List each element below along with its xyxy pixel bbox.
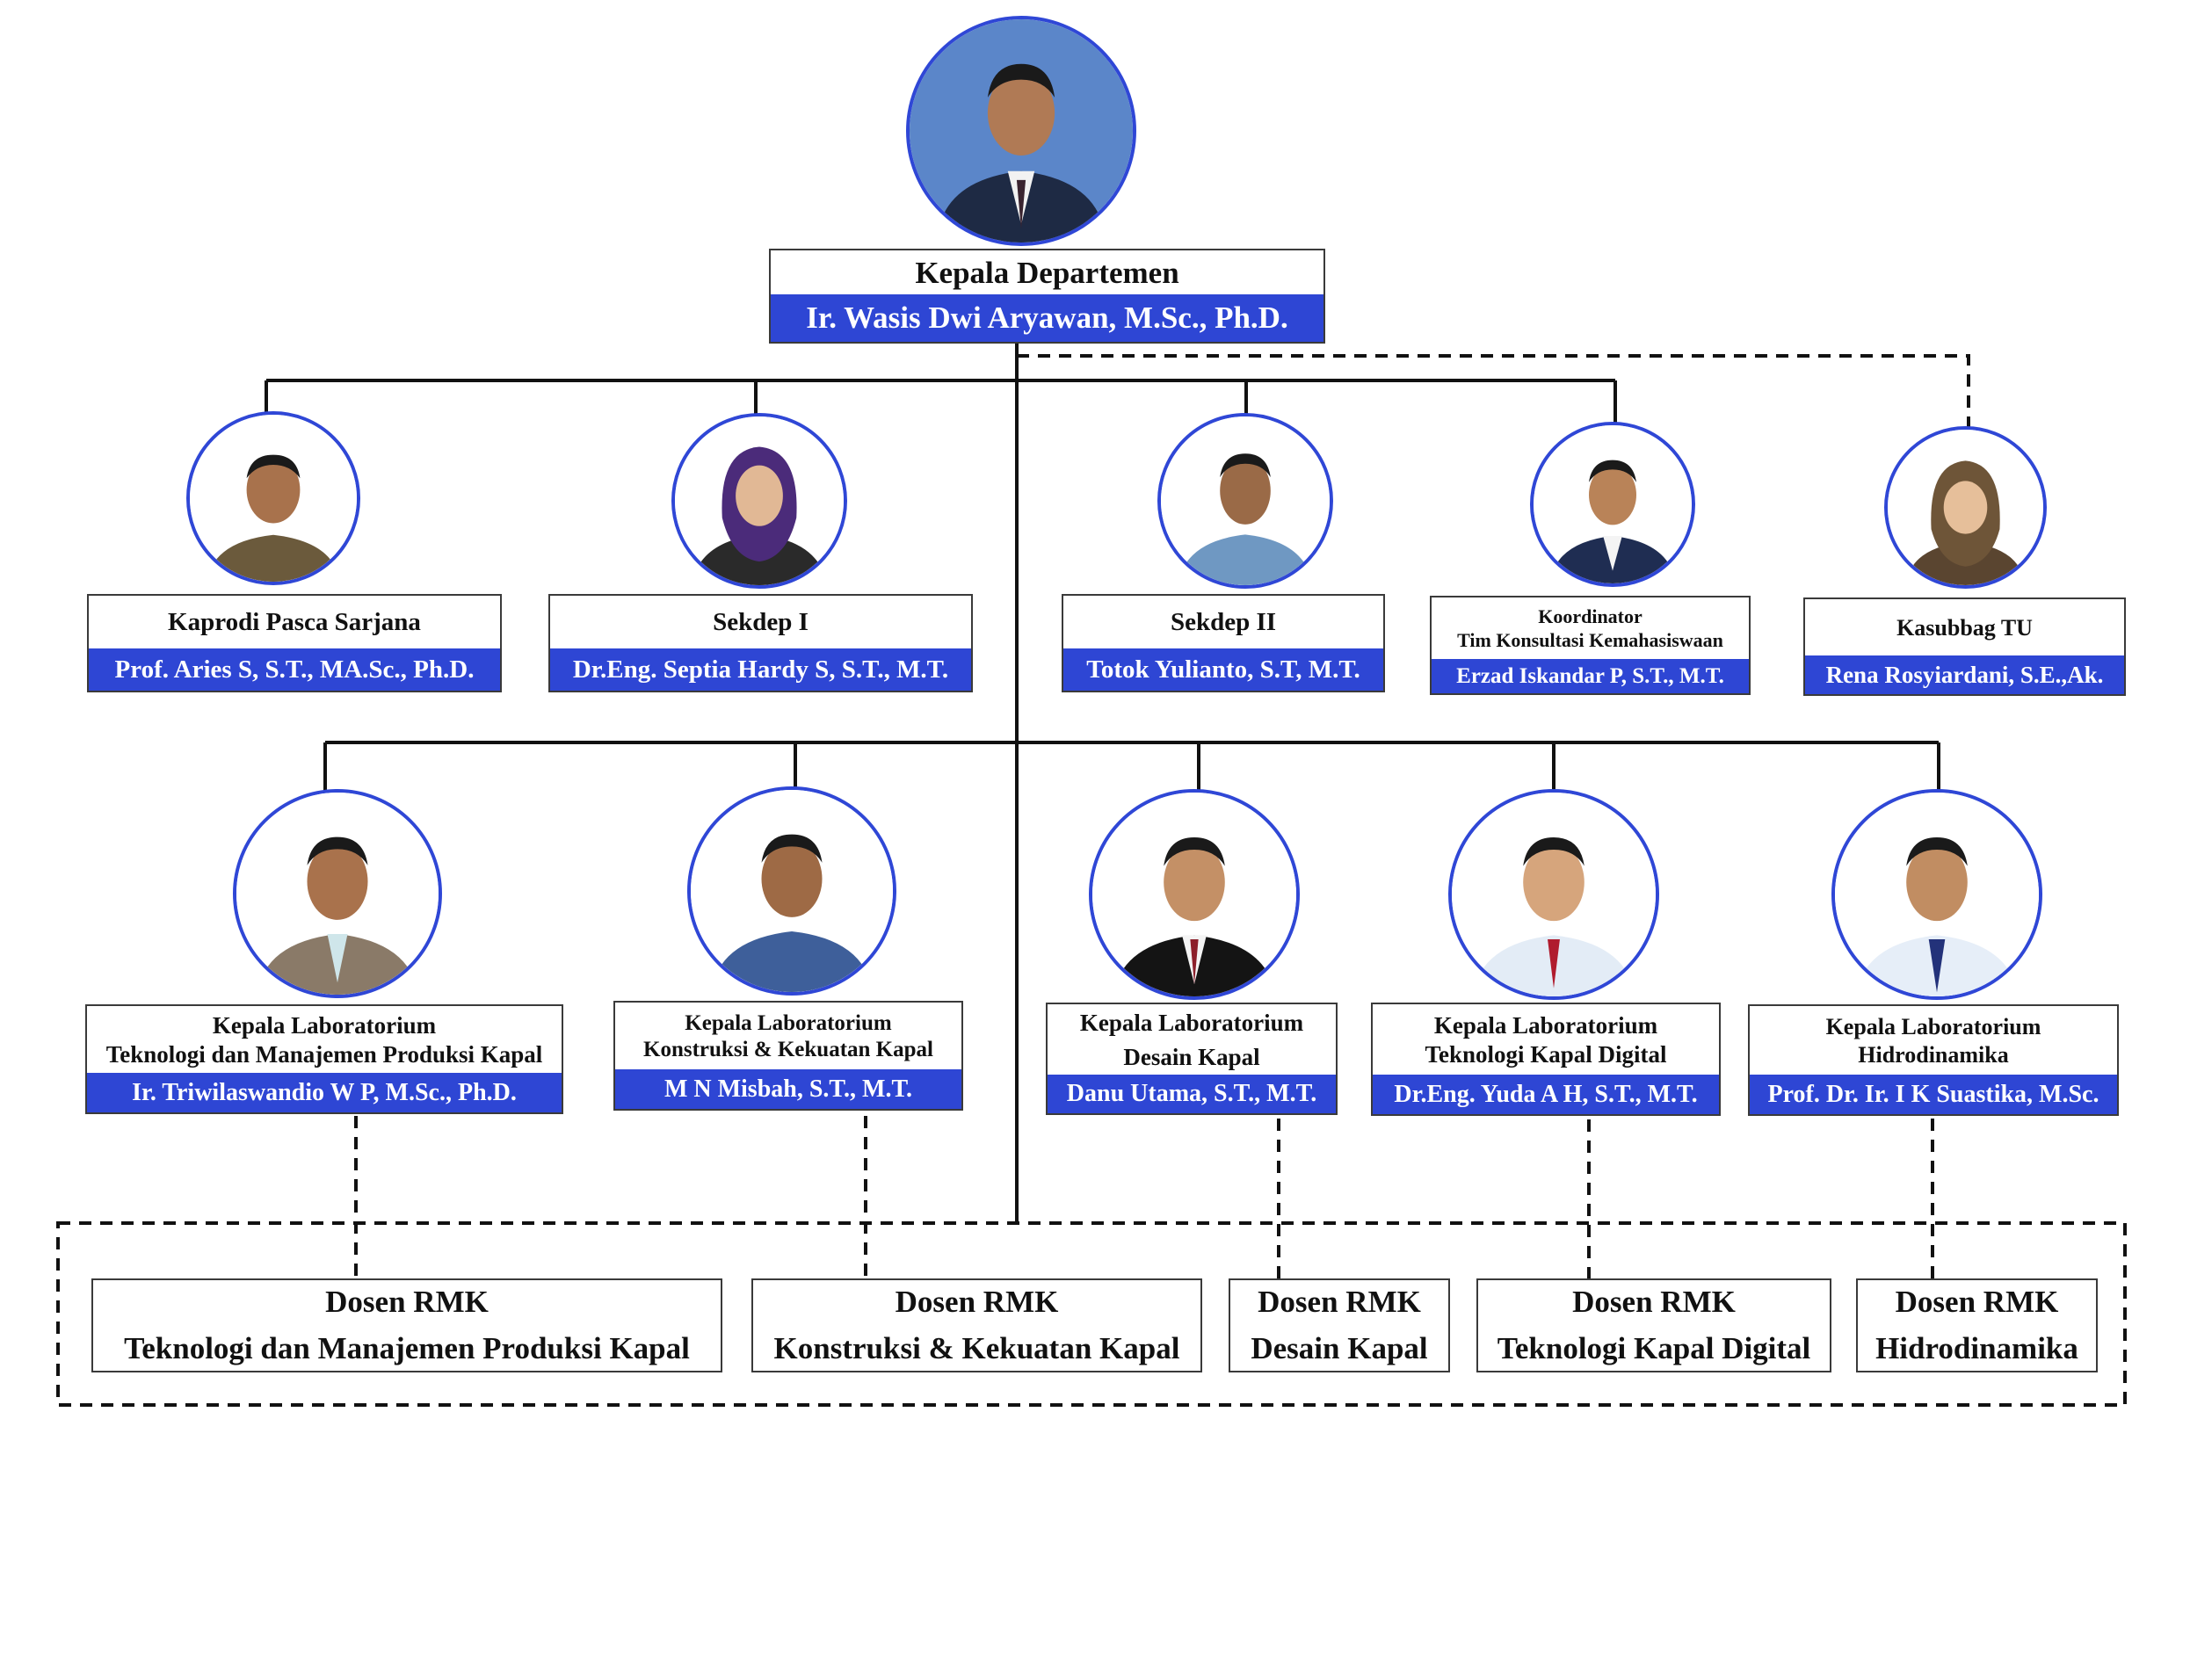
staff-name: Totok Yulianto, S.T, M.T. (1063, 648, 1383, 691)
staff-role: Kaprodi Pasca Sarjana (168, 608, 421, 637)
avatar-lab-hidro (1831, 789, 2042, 1000)
person-photo-icon (1452, 793, 1656, 996)
head-name: Ir. Wasis Dwi Aryawan, M.Sc., Ph.D. (771, 294, 1323, 342)
person-photo-icon (1161, 416, 1330, 585)
staff-name: Rena Rosyiardani, S.E.,Ak. (1805, 655, 2124, 694)
head-role: Kepala Departemen (915, 255, 1179, 290)
rmk-line2: Konstruksi & Kekuatan Kapal (773, 1330, 1180, 1365)
person-photo-icon (910, 19, 1133, 243)
rmk-box-digital: Dosen RMK Teknologi Kapal Digital (1476, 1278, 1831, 1372)
staff-role: Kasubbag TU (1896, 615, 2033, 641)
lab-card-hidro: Kepala Laboratorium Hidrodinamika Prof. … (1748, 1004, 2119, 1116)
person-photo-icon (1835, 793, 2039, 996)
staff-name: Prof. Aries S, S.T., MA.Sc., Ph.D. (89, 648, 500, 691)
avatar-kasubbag (1884, 426, 2047, 589)
lab-role: Kepala Laboratorium Desain Kapal (1048, 1004, 1336, 1076)
avatar-sekdep-2 (1157, 413, 1333, 589)
rmk-line1: Dosen RMK (1258, 1285, 1421, 1319)
lab-role: Kepala Laboratorium Teknologi Kapal Digi… (1373, 1004, 1719, 1076)
staff-card-sekdep-1: Sekdep I Dr.Eng. Septia Hardy S, S.T., M… (548, 594, 973, 692)
lab-name: Ir. Triwilaswandio W P, M.Sc., Ph.D. (87, 1073, 562, 1112)
avatar-head (906, 16, 1136, 246)
lab-role-line2: Hidrodinamika (1858, 1042, 2009, 1068)
avatar-lab-konstruksi (687, 786, 896, 996)
staff-card-kaprodi: Kaprodi Pasca Sarjana Prof. Aries S, S.T… (87, 594, 502, 692)
lab-role: Kepala Laboratorium Teknologi dan Manaje… (87, 1006, 562, 1075)
person-photo-icon (1092, 793, 1296, 996)
lab-role-line2: Teknologi Kapal Digital (1425, 1041, 1667, 1068)
person-photo-icon (190, 415, 357, 582)
staff-name: Erzad Iskandar P, S.T., M.T. (1432, 659, 1749, 693)
rmk-line1: Dosen RMK (895, 1285, 1059, 1319)
avatar-kaprodi (186, 411, 360, 585)
lab-role-line2: Desain Kapal (1123, 1044, 1260, 1070)
rmk-line1: Dosen RMK (1895, 1285, 2059, 1319)
person-photo-icon (1534, 425, 1692, 583)
rmk-box-tmpk: Dosen RMK Teknologi dan Manajemen Produk… (91, 1278, 722, 1372)
lab-card-konstruksi: Kepala Laboratorium Konstruksi & Kekuata… (613, 1001, 963, 1111)
rmk-box-hidro: Dosen RMK Hidrodinamika (1856, 1278, 2098, 1372)
avatar-lab-tmpk (233, 789, 442, 998)
lab-role-line2: Konstruksi & Kekuatan Kapal (643, 1038, 933, 1061)
rmk-line2: Desain Kapal (1251, 1330, 1428, 1365)
avatar-sekdep-1 (671, 413, 847, 589)
lab-card-tmpk: Kepala Laboratorium Teknologi dan Manaje… (85, 1004, 563, 1114)
avatar-koordinator (1530, 422, 1695, 587)
rmk-line2: Teknologi dan Manajemen Produksi Kapal (124, 1330, 690, 1365)
lab-card-desain: Kepala Laboratorium Desain Kapal Danu Ut… (1046, 1003, 1338, 1115)
person-photo-icon (691, 790, 893, 992)
lab-role: Kepala Laboratorium Konstruksi & Kekuata… (615, 1003, 961, 1071)
staff-role: Sekdep II (1170, 608, 1277, 637)
avatar-lab-digital (1448, 789, 1659, 1000)
rmk-box-konstruksi: Dosen RMK Konstruksi & Kekuatan Kapal (751, 1278, 1202, 1372)
rmk-line2: Hidrodinamika (1875, 1330, 2078, 1365)
staff-name: Dr.Eng. Septia Hardy S, S.T., M.T. (550, 648, 971, 691)
lab-role-line1: Kepala Laboratorium (1825, 1014, 2041, 1040)
lab-role-line1: Kepala Laboratorium (1433, 1012, 1658, 1039)
person-photo-icon (675, 416, 844, 585)
head-card: Kepala Departemen Ir. Wasis Dwi Aryawan,… (769, 249, 1325, 344)
lab-name: M N Misbah, S.T., M.T. (615, 1069, 961, 1109)
person-photo-icon (236, 793, 439, 995)
lab-name: Dr.Eng. Yuda A H, S.T., M.T. (1373, 1075, 1719, 1114)
avatar-lab-desain (1089, 789, 1300, 1000)
staff-role-line2: Tim Konsultasi Kemahasiswaan (1457, 629, 1723, 651)
rmk-box-desain: Dosen RMK Desain Kapal (1229, 1278, 1450, 1372)
lab-role-line1: Kepala Laboratorium (212, 1012, 437, 1039)
staff-card-kasubbag: Kasubbag TU Rena Rosyiardani, S.E.,Ak. (1803, 597, 2126, 696)
staff-role-line1: Koordinator (1538, 605, 1642, 628)
staff-card-sekdep-2: Sekdep II Totok Yulianto, S.T, M.T. (1062, 594, 1385, 692)
lab-role-line1: Kepala Laboratorium (685, 1010, 892, 1035)
lab-role: Kepala Laboratorium Hidrodinamika (1750, 1006, 2117, 1076)
staff-role: Sekdep I (713, 608, 809, 637)
staff-role: Koordinator Tim Konsultasi Kemahasiswaan (1432, 597, 1749, 661)
lab-role-line2: Teknologi dan Manajemen Produksi Kapal (105, 1041, 543, 1068)
rmk-line1: Dosen RMK (1572, 1285, 1736, 1319)
lab-name: Danu Utama, S.T., M.T. (1048, 1075, 1336, 1113)
rmk-line1: Dosen RMK (325, 1285, 489, 1319)
lab-card-digital: Kepala Laboratorium Teknologi Kapal Digi… (1371, 1003, 1721, 1116)
rmk-line2: Teknologi Kapal Digital (1497, 1330, 1811, 1365)
person-photo-icon (1888, 430, 2043, 585)
staff-card-koordinator: Koordinator Tim Konsultasi Kemahasiswaan… (1430, 596, 1751, 695)
lab-role-line1: Kepala Laboratorium (1079, 1009, 1304, 1036)
lab-name: Prof. Dr. Ir. I K Suastika, M.Sc. (1750, 1075, 2117, 1114)
